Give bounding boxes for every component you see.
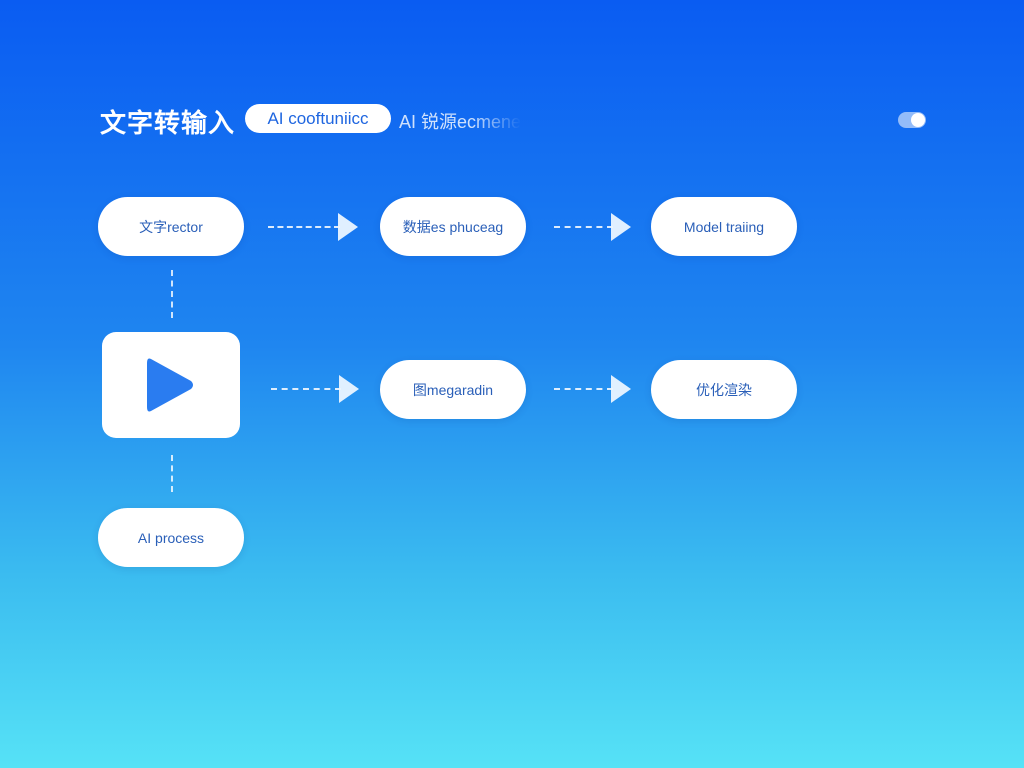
node-data-processing[interactable]: 数据es phuceag [380,197,526,256]
ai-function-tab[interactable]: AI cooftuniicc [245,104,391,133]
play-icon [147,358,193,412]
toggle-switch[interactable] [898,112,926,128]
arrow-connector [554,213,631,241]
page-title: 文字转输入 [100,108,236,138]
node-model-training[interactable]: Model traiing [651,197,797,256]
toggle-knob [911,113,925,127]
vertical-connector [171,270,173,318]
arrow-connector [554,375,631,403]
arrow-connector [268,213,358,241]
node-text-rector[interactable]: 文字rector [98,197,244,256]
arrow-connector [271,375,359,403]
node-optimize-render[interactable]: 优化渲染 [651,360,797,419]
video-node[interactable] [102,332,240,438]
node-image-generation[interactable]: 图megaradin [380,360,526,419]
vertical-connector [171,455,173,492]
node-ai-process[interactable]: AI process [98,508,244,567]
ai-secondary-tab[interactable]: AI 锐源ecmene [399,112,522,132]
